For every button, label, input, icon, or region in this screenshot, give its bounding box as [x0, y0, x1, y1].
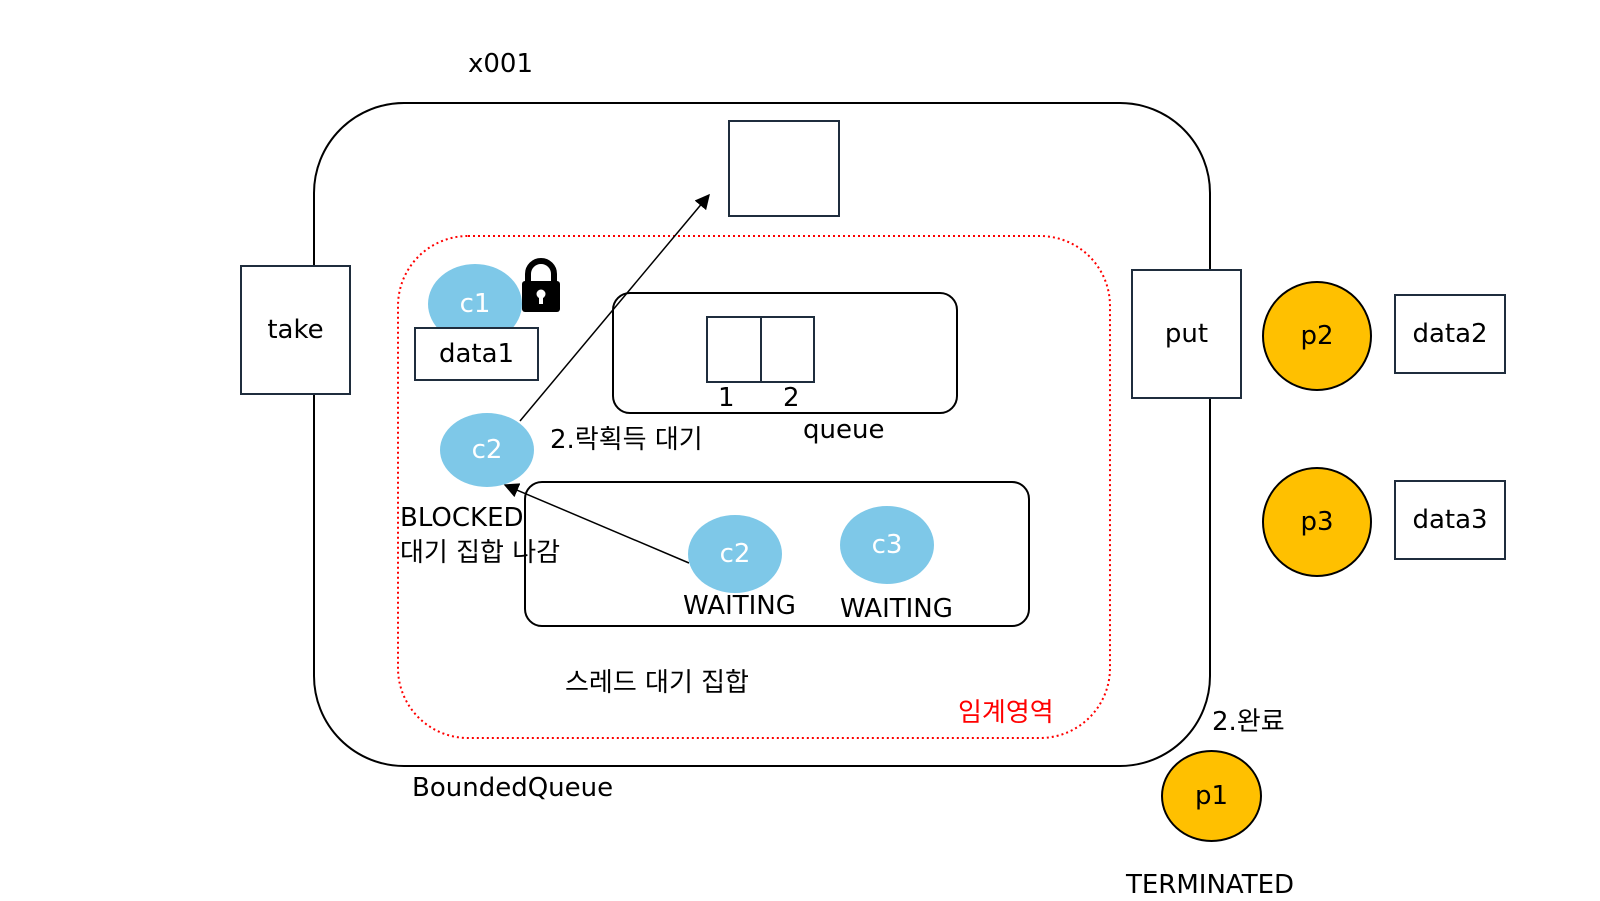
- p1-terminated-state: TERMINATED: [1126, 870, 1295, 900]
- critical-section-label: 임계영역: [958, 698, 1054, 728]
- c2-waiting-state: WAITING: [683, 591, 796, 621]
- put-method-box: put: [1131, 269, 1242, 399]
- queue-label: queue: [803, 415, 885, 445]
- queue-slot-2: [760, 316, 815, 383]
- thread-p3: p3: [1262, 467, 1372, 577]
- thread-c2-waiting: c2: [688, 515, 782, 593]
- thread-p1: p1: [1161, 750, 1262, 842]
- lock-acquire-wait-label: 2.락획득 대기: [550, 425, 703, 455]
- c2-blocked-state: BLOCKED: [400, 503, 524, 533]
- p1-complete-label: 2.완료: [1212, 707, 1285, 737]
- queue-index-1: 1: [718, 383, 735, 413]
- instance-label: x001: [468, 49, 534, 79]
- queue-index-2: 2: [783, 383, 800, 413]
- thread-p2: p2: [1262, 281, 1372, 391]
- take-method-box: take: [240, 265, 351, 395]
- thread-c3-waiting: c3: [840, 506, 934, 584]
- lock-icon: [518, 258, 564, 314]
- queue-slot-1: [706, 316, 762, 383]
- wait-set-label: 스레드 대기 집합: [565, 668, 749, 698]
- queue-container: [612, 292, 958, 414]
- c3-waiting-state: WAITING: [840, 594, 953, 624]
- data2-box: data2: [1394, 294, 1506, 374]
- bounded-queue-label: BoundedQueue: [412, 773, 614, 803]
- data1-box: data1: [414, 327, 539, 381]
- c2-exit-waitset-note: 대기 집합 나감: [400, 538, 561, 568]
- data3-box: data3: [1394, 480, 1506, 560]
- thread-wait-set: [524, 481, 1030, 627]
- shared-slot-box: [728, 120, 840, 217]
- thread-c2-blocked: c2: [440, 413, 534, 487]
